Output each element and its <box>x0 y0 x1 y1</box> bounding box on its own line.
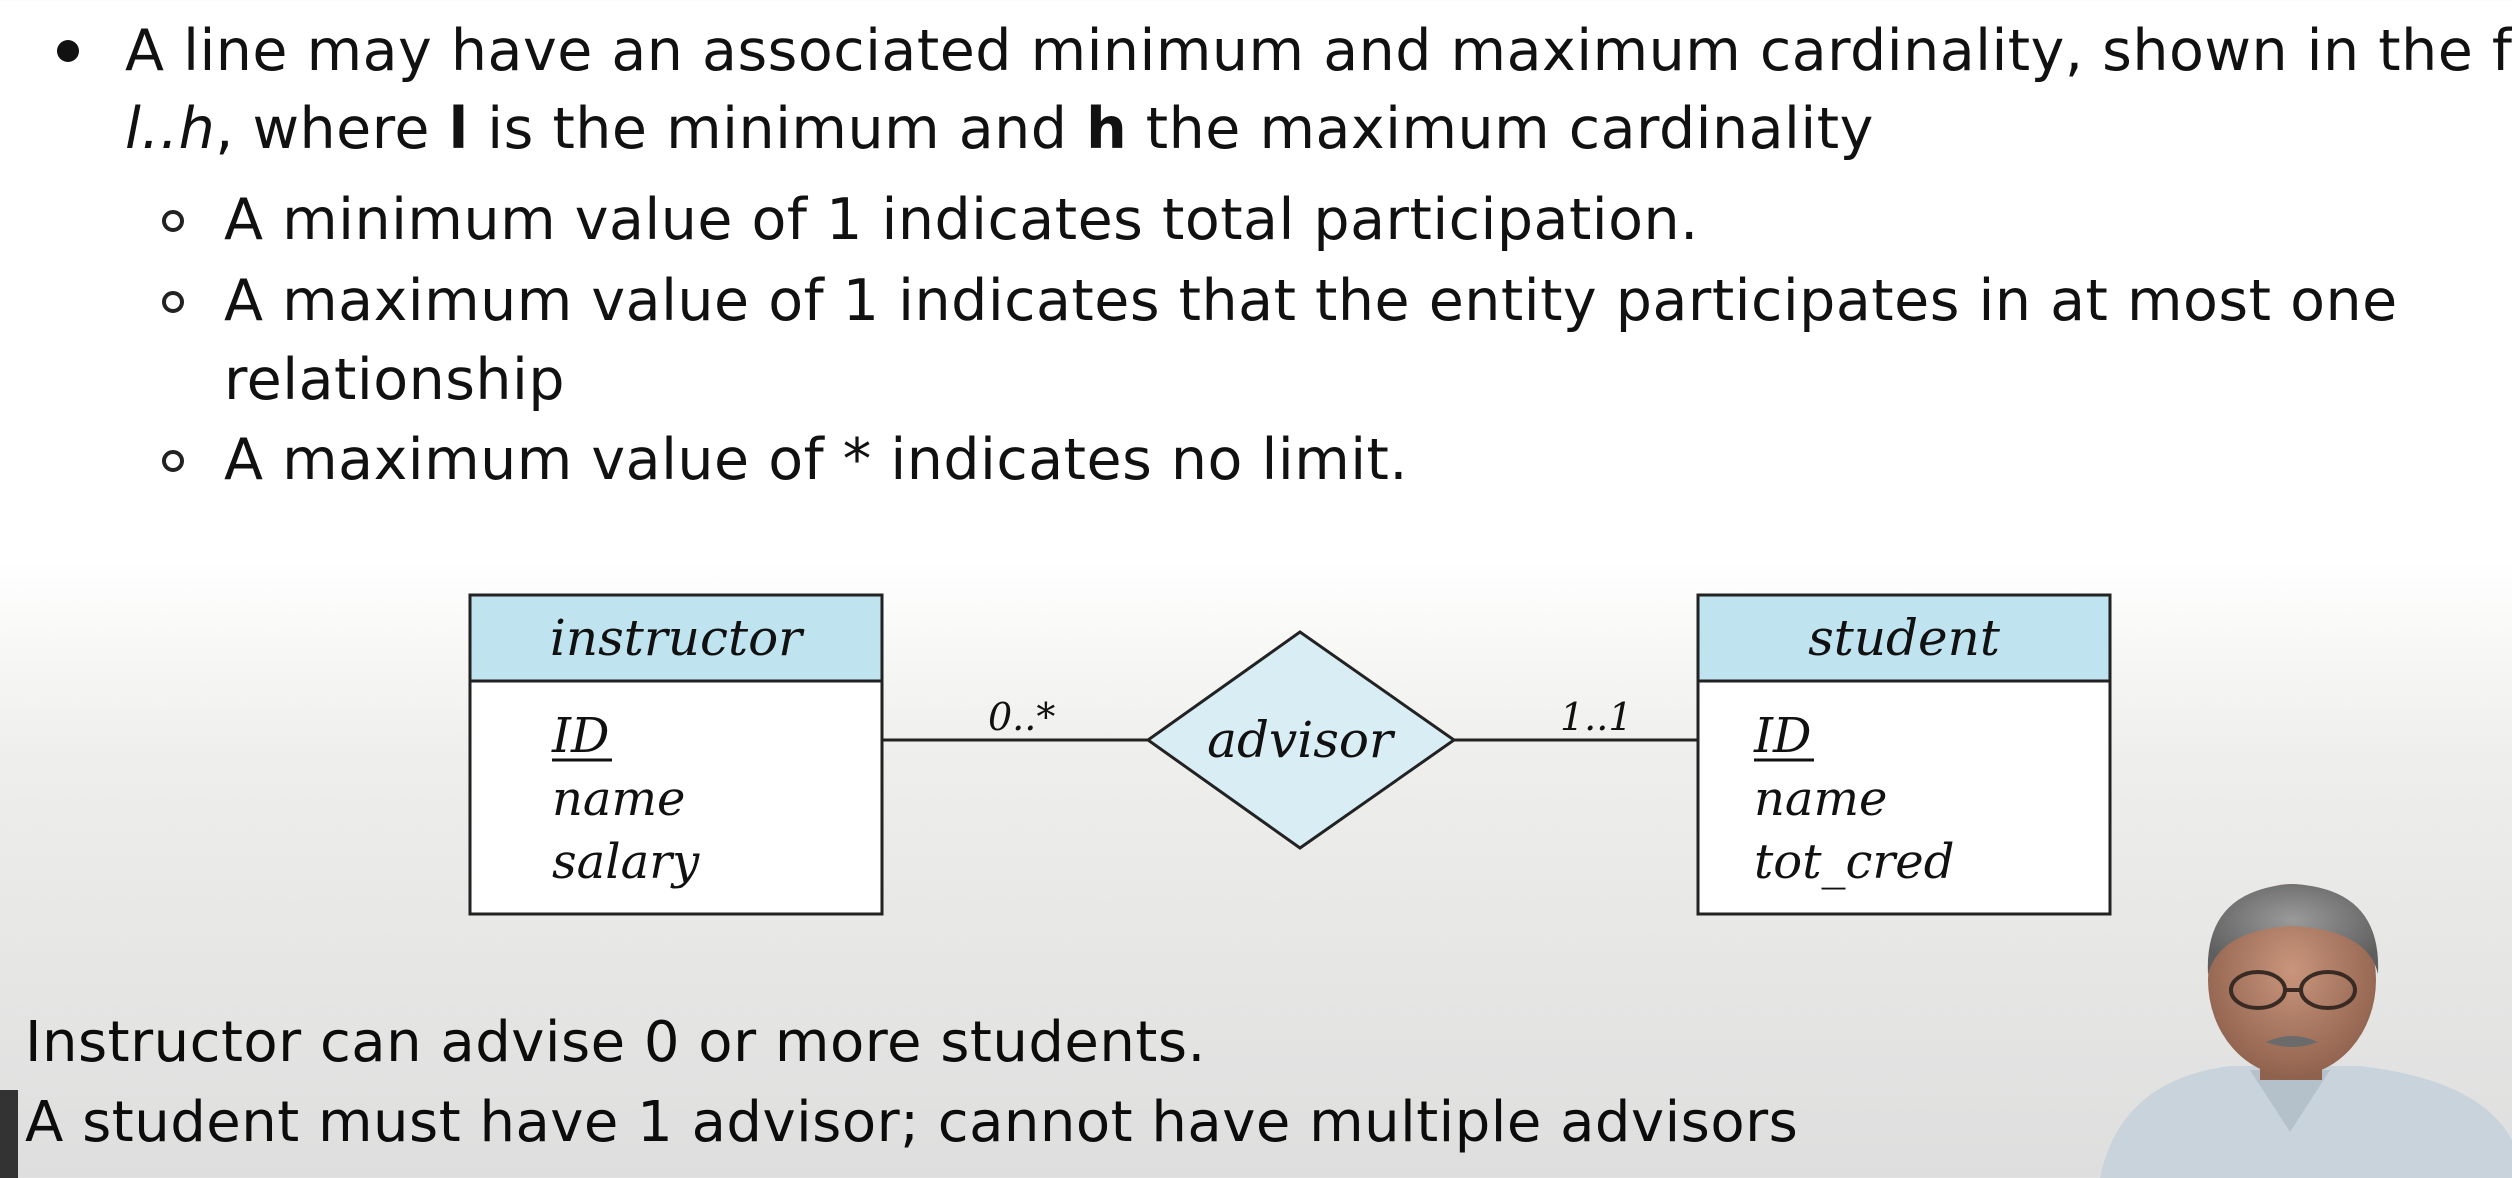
cardinality-form: l..h <box>125 96 216 162</box>
entity-name: student <box>1808 609 2001 667</box>
main-bullet-line1: A line may have an associated minimum an… <box>125 18 2512 84</box>
right-cardinality-label: 1..1 <box>1560 695 1633 739</box>
sub-bullet-1: A minimum value of 1 indicates total par… <box>224 187 1699 253</box>
attribute: name <box>552 771 685 827</box>
note-line2: A student must have 1 advisor; cannot ha… <box>25 1090 1799 1155</box>
attribute-key: ID <box>1753 708 1811 764</box>
entity-name: instructor <box>550 609 805 667</box>
entity-instructor: instructor ID name salary <box>468 593 884 916</box>
attribute-key: ID <box>551 708 609 764</box>
entity-body <box>1696 679 2112 916</box>
shirt-collar <box>2250 1070 2330 1132</box>
sub-bullet-3: A maximum value of * indicates no limit. <box>224 427 1409 493</box>
sub-bullet-2-continuation: relationship <box>224 347 566 413</box>
presenter-hair <box>2207 884 2379 974</box>
left-cardinality-label: 0..* <box>988 695 1055 739</box>
entity-header <box>1696 593 2112 683</box>
attribute: name <box>1754 771 1887 827</box>
presenter-webcam <box>2060 870 2512 1178</box>
relationship-advisor: advisor <box>1145 630 1457 850</box>
main-bullet-line2: l..h, where l is the minimum and h the m… <box>125 96 1874 162</box>
presenter-mustache <box>2266 1036 2318 1047</box>
bullet-dot <box>57 40 79 62</box>
sub-bullet-2: A maximum value of 1 indicates that the … <box>224 268 2398 334</box>
entity-student: student ID name tot_cred <box>1696 593 2112 916</box>
entity-header <box>468 593 884 683</box>
attribute: salary <box>552 834 700 890</box>
attribute: tot_cred <box>1754 834 1954 890</box>
left-edge-bar <box>0 1090 18 1178</box>
note-line1: Instructor can advise 0 or more students… <box>25 1010 1206 1075</box>
sub-bullet-marker <box>162 210 184 232</box>
presenter-shirt <box>2100 1066 2512 1178</box>
sub-bullet-marker <box>162 291 184 313</box>
sub-bullet-marker <box>162 450 184 472</box>
relationship-name: advisor <box>1207 711 1396 769</box>
relationship-diamond <box>1145 630 1457 850</box>
entity-body <box>468 679 884 916</box>
